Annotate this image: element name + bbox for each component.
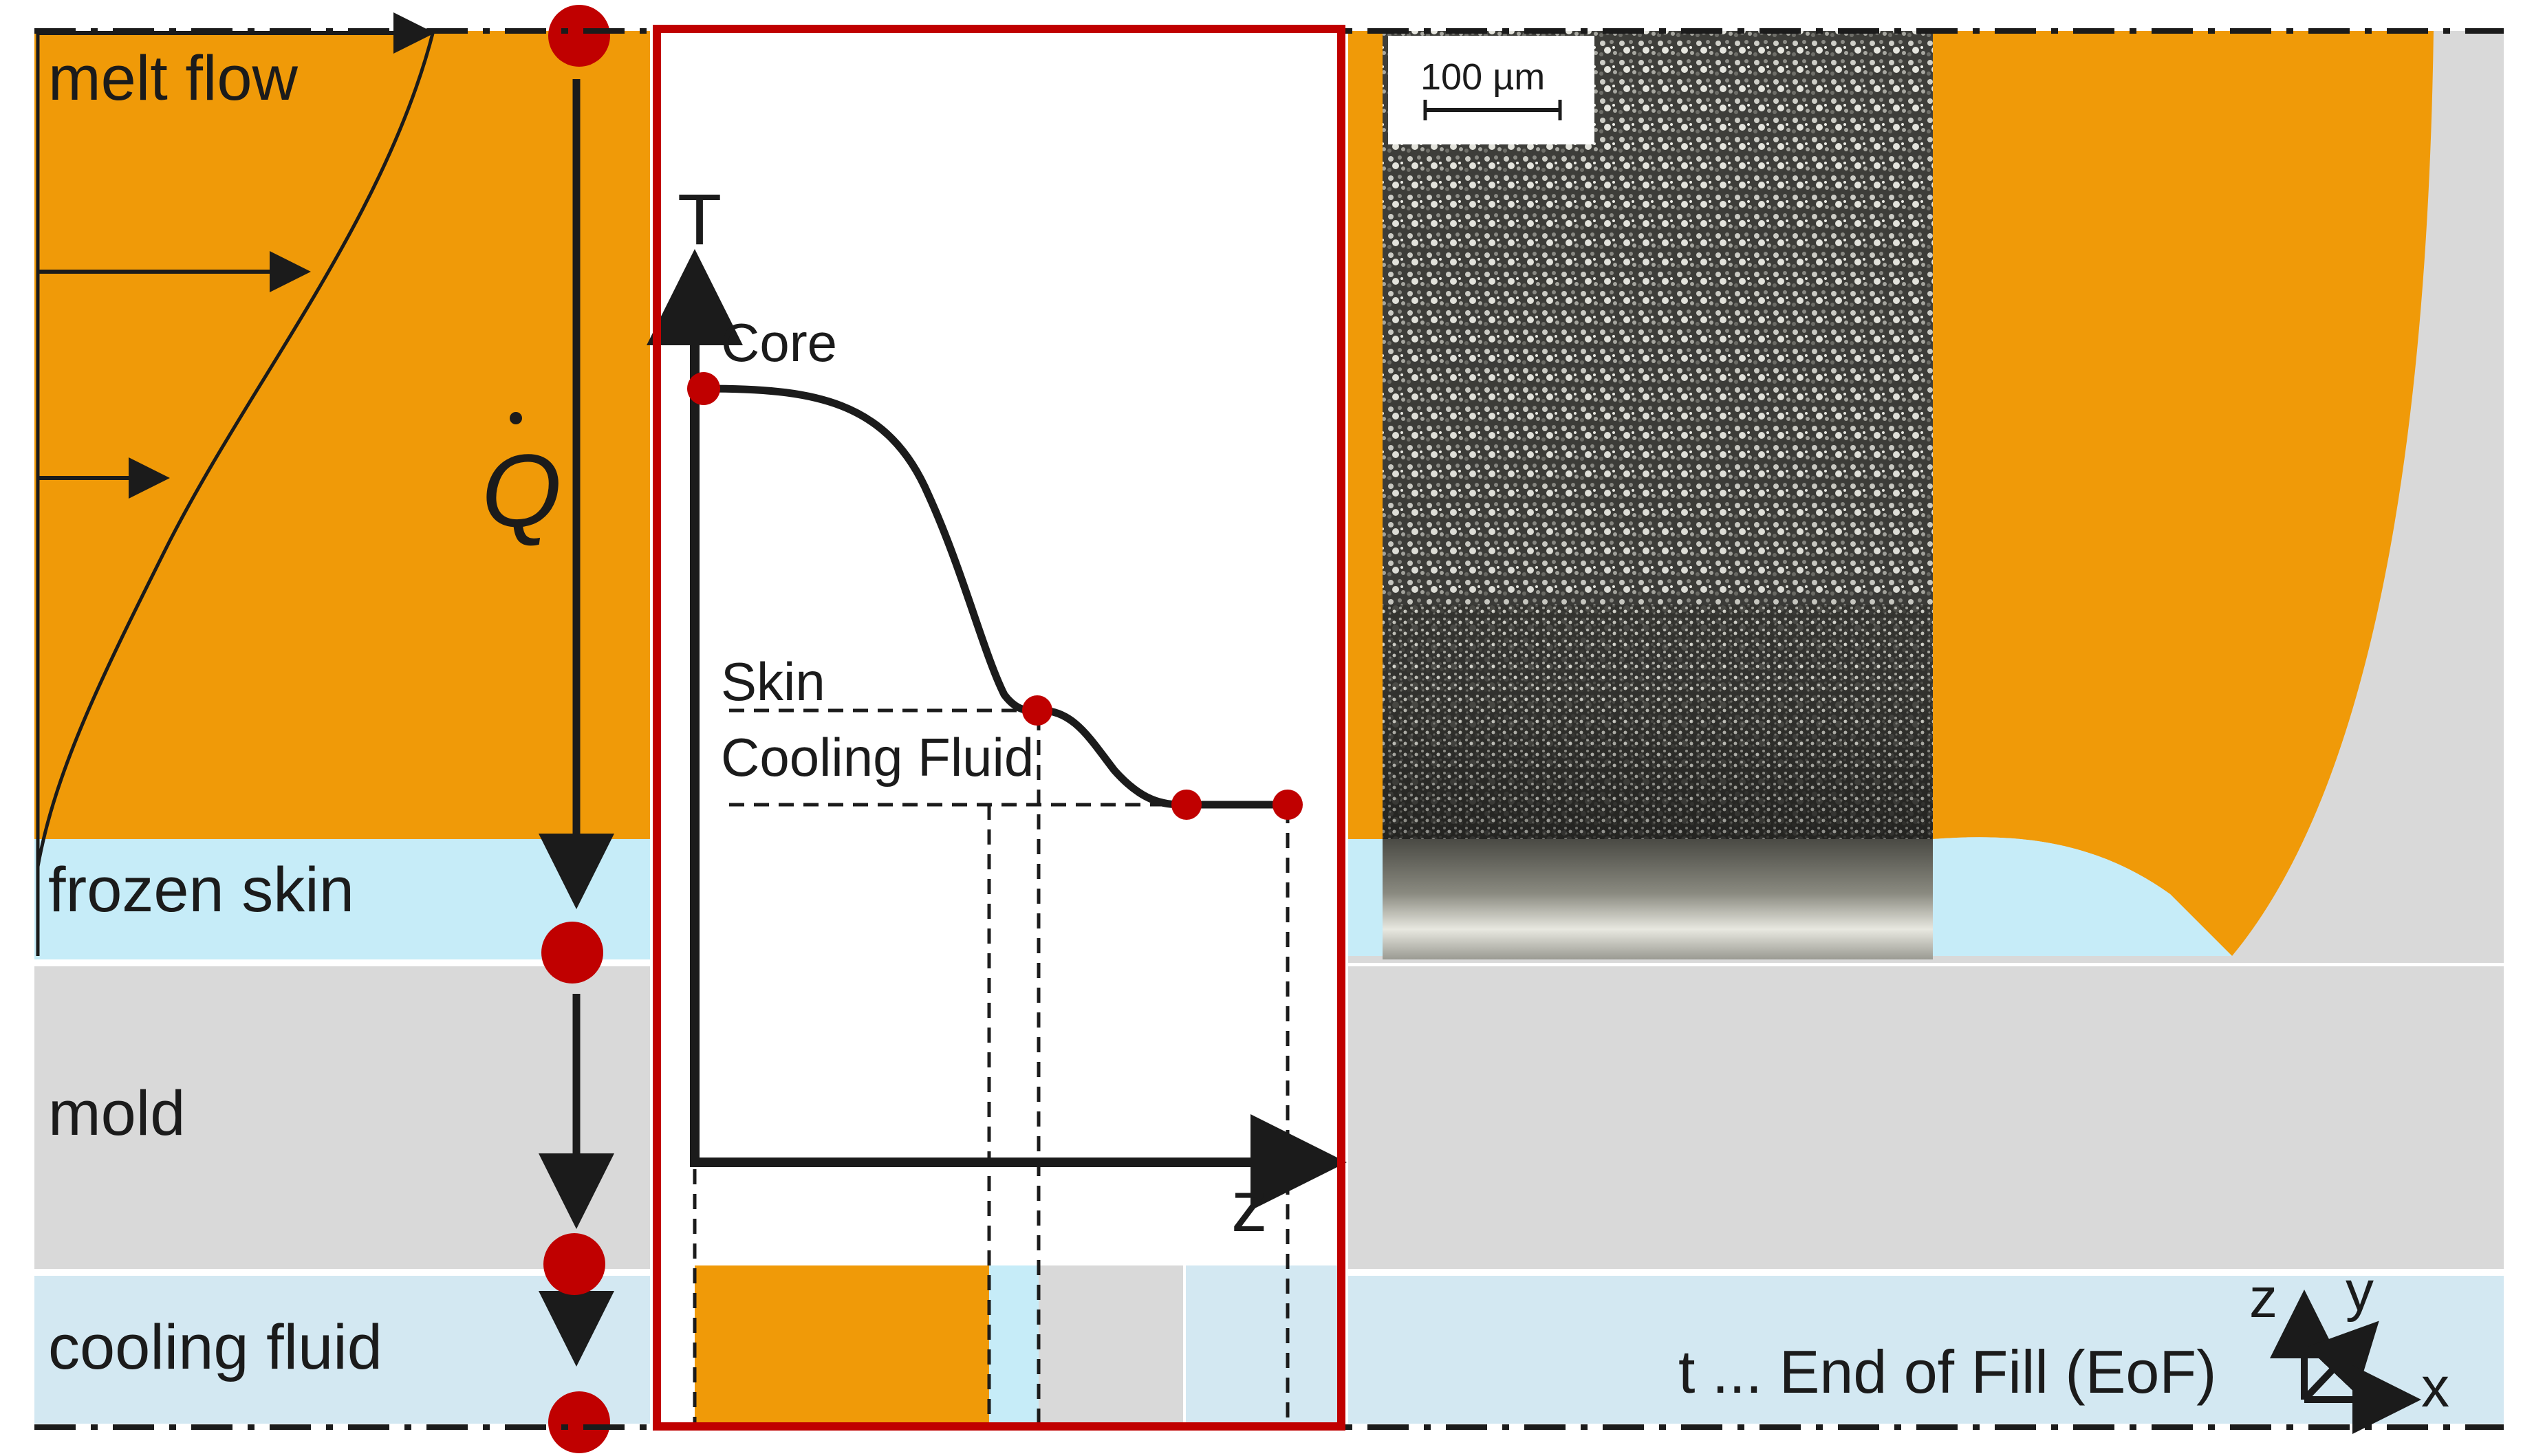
interface-markers: [541, 5, 610, 1453]
strip-melt: [695, 1265, 989, 1424]
skin-label: Skin: [721, 651, 825, 712]
end-of-fill-label: t ... End of Fill (EoF): [1678, 1338, 2216, 1406]
frozen-skin-label: frozen skin: [48, 855, 354, 925]
cooling-fluid-marker: [1171, 790, 1202, 820]
scale-bar-label: 100 µm: [1420, 56, 1545, 98]
x-axis-label: z: [1231, 1166, 1268, 1247]
interface-marker-bottom: [548, 1391, 610, 1453]
end-marker: [1273, 790, 1303, 820]
strip-cooling-fluid: [1186, 1265, 1337, 1424]
melt-flow-label: melt flow: [48, 43, 299, 113]
heat-flux-dot: [510, 412, 522, 424]
micrograph: 100 µm: [1383, 31, 1933, 959]
temperature-profile-panel: T z Core Skin Cooling Fluid: [647, 25, 1347, 1431]
triad-y-label: y: [2346, 1260, 2374, 1323]
left-layer-stack: [34, 31, 650, 1424]
triad-x-label: x: [2421, 1356, 2449, 1419]
coordinate-triad: z y x: [2249, 1260, 2449, 1434]
y-axis-label: T: [678, 180, 722, 260]
core-marker: [687, 372, 720, 405]
strip-mold: [1039, 1265, 1183, 1424]
highlight-frame: [653, 25, 1345, 1431]
skin-marker: [1022, 695, 1052, 726]
temperature-curve: [703, 384, 1288, 809]
heat-flux-symbol: Q: [481, 433, 562, 548]
cooling-fluid-label: cooling fluid: [48, 1312, 382, 1382]
cooling-fluid-curve-label: Cooling Fluid: [721, 727, 1034, 787]
scale-bar: 100 µm: [1388, 36, 1594, 144]
core-label: Core: [721, 312, 837, 373]
triad-z-label: z: [2249, 1267, 2277, 1329]
interface-marker-mold-fluid: [543, 1233, 605, 1295]
panel-background: [657, 29, 1341, 1426]
interface-marker-top: [548, 5, 610, 67]
melt-layer: [34, 31, 650, 839]
guide-lines: [693, 708, 1290, 1424]
strip-frozen-skin: [989, 1265, 1039, 1424]
interface-marker-skin-mold: [541, 922, 603, 984]
mold-right: [1348, 966, 2504, 1269]
mold-label: mold: [48, 1078, 185, 1149]
micrograph-skin-band: [1383, 839, 1933, 959]
heat-flux-arrows: Q: [481, 79, 614, 1367]
